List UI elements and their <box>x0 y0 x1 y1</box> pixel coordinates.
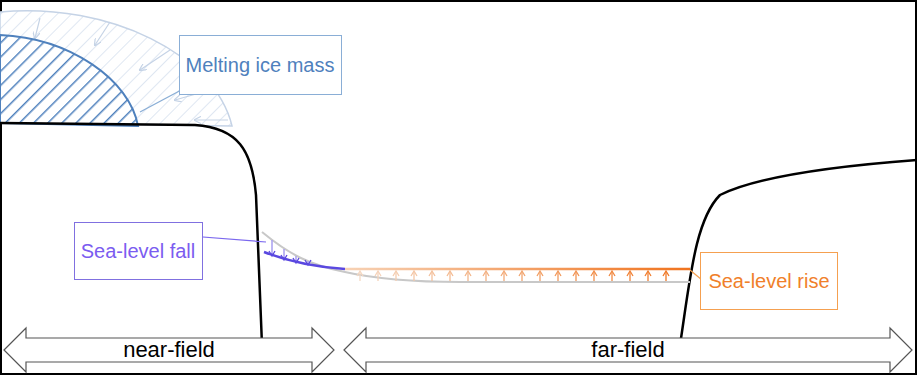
rise-arrowhead <box>627 271 633 276</box>
rise-arrow <box>665 272 666 281</box>
rise-arrow <box>539 272 540 281</box>
fall-arrow <box>283 249 285 258</box>
double-arrow-outline <box>344 328 912 372</box>
rise-arrowhead <box>429 271 435 276</box>
new-surface-near <box>264 252 345 269</box>
rise-arrow <box>359 272 360 281</box>
rise-arrow <box>449 272 450 281</box>
rise-arrowhead <box>663 271 669 276</box>
double-arrow-outline <box>4 328 334 372</box>
rise-arrow <box>647 272 648 281</box>
rise-arrowhead <box>591 271 597 276</box>
callout-label: Sea-level fall <box>81 239 196 263</box>
rise-arrow <box>485 272 486 281</box>
new-surface-far <box>345 268 690 271</box>
range-arrow: near-field <box>4 328 334 372</box>
rise-arrow <box>395 272 396 281</box>
rise-arrow <box>611 272 612 281</box>
rise-arrow <box>629 272 630 281</box>
rise-arrow <box>575 272 576 281</box>
fall-arrow <box>295 256 297 261</box>
rise-arrowhead <box>447 271 453 276</box>
rise-arrow <box>431 272 432 281</box>
callout-label: Melting ice mass <box>186 53 335 77</box>
right-land <box>680 160 917 345</box>
rise-arrowhead <box>573 271 579 276</box>
rise-arrowhead <box>465 271 471 276</box>
rise-arrow <box>467 272 468 281</box>
rise-arrows <box>357 271 669 281</box>
callout-label: Sea-level rise <box>708 269 829 293</box>
melt-arrow <box>35 18 40 38</box>
rise-arrow <box>413 272 414 281</box>
rise-arrowhead <box>483 271 489 276</box>
range-label: near-field <box>123 337 215 363</box>
rise-arrowhead <box>357 271 363 276</box>
rise-arrow <box>593 272 594 281</box>
melt-arrow <box>195 119 228 120</box>
rise-arrowhead <box>375 271 381 276</box>
callout-box: Sea-level fall <box>74 222 203 280</box>
rise-arrowhead <box>411 271 417 276</box>
rise-arrowhead <box>519 271 525 276</box>
rise-arrow <box>557 272 558 281</box>
ice-mass <box>0 35 138 126</box>
melt-arrow <box>140 50 170 70</box>
rise-arrowhead <box>393 271 399 276</box>
rise-arrowhead <box>555 271 561 276</box>
rise-arrow <box>377 272 378 281</box>
fall-arrow <box>271 240 273 254</box>
rise-arrowhead <box>609 271 615 276</box>
rise-arrowhead <box>501 271 507 276</box>
callout-box: Melting ice mass <box>179 35 342 95</box>
rise-arrow <box>503 272 504 281</box>
callout-box: Sea-level rise <box>700 252 838 310</box>
melt-arrow <box>95 22 110 45</box>
rise-arrow <box>521 272 522 281</box>
range-arrow: far-field <box>344 328 912 372</box>
original-sea-surface <box>262 232 690 282</box>
rise-arrowhead <box>537 271 543 276</box>
left-land <box>0 123 262 345</box>
fall-arrow <box>307 261 309 263</box>
range-label: far-field <box>591 337 664 363</box>
rise-arrowhead <box>645 271 651 276</box>
